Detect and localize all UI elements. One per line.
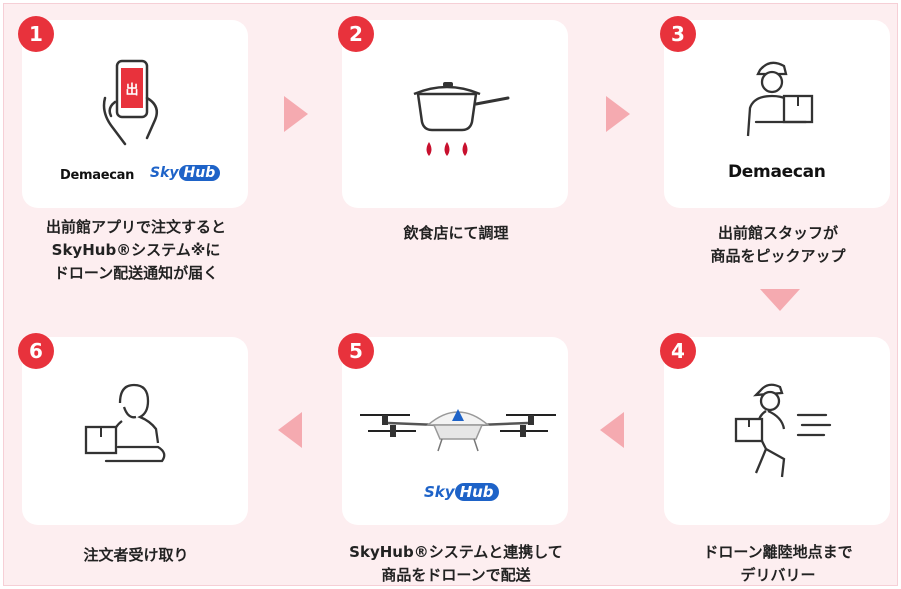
demaecan-logo-text: Demaecan [728, 162, 826, 182]
skyhub-logo-sky: Sky [424, 483, 455, 501]
step-1-caption-line: SkyHub®システム※に [51, 241, 221, 259]
step-3-caption: 出前館スタッフが 商品をピックアップ [663, 222, 893, 268]
step-1-caption-line: ドローン配送通知が届く [53, 264, 219, 282]
step-2-caption: 飲食店にて調理 [341, 222, 571, 245]
step-4-card: 4 [660, 333, 890, 525]
svg-text:出: 出 [125, 82, 138, 98]
frying-pan-flame-icon [413, 82, 510, 156]
step-3-badge: 3 [660, 16, 696, 52]
running-courier-icon [734, 383, 832, 478]
step-5-caption-line: 商品をドローンで配送 [381, 566, 531, 584]
step-5-badge: 5 [338, 333, 374, 369]
smartphone-hand-icon: 出 [102, 59, 158, 146]
demaecan-logo: Demaecan [60, 168, 134, 183]
courier-box-icon [746, 61, 814, 137]
step-2-badge: 2 [338, 16, 374, 52]
step-1-caption: 出前館アプリで注文すると SkyHub®システム※に ドローン配送通知が届く [21, 216, 251, 285]
step-5-caption-line: SkyHub®システムと連携して [349, 543, 563, 561]
arrow-down-icon [760, 289, 800, 311]
demaecan-logo: Demaecan [728, 162, 826, 182]
step-6-card: 6 [18, 333, 248, 525]
person-receiving-box-icon [84, 383, 166, 463]
step-3-caption-line: 商品をピックアップ [710, 247, 846, 265]
step-6-caption: 注文者受け取り [21, 544, 251, 567]
step-2-card: 2 [338, 16, 568, 208]
step-1-caption-line: 出前館アプリで注文すると [45, 218, 226, 236]
step-2-caption-line: 飲食店にて調理 [403, 224, 509, 242]
demaecan-logo-text: Demaecan [60, 168, 135, 183]
step-1-badge: 1 [18, 16, 54, 52]
step-4-caption-line: デリバリー [740, 566, 816, 584]
step-6-badge: 6 [18, 333, 54, 369]
step-5-caption: SkyHub®システムと連携して 商品をドローンで配送 [336, 541, 576, 587]
arrow-right-icon [606, 96, 630, 132]
step-6-caption-line: 注文者受け取り [83, 546, 189, 564]
arrow-left-icon [278, 412, 302, 448]
step-3-card: 3 Demaecan [660, 16, 890, 208]
arrow-right-icon [284, 96, 308, 132]
skyhub-logo-hub: Hub [454, 483, 499, 501]
step-4-caption: ドローン離陸地点まで デリバリー [663, 541, 893, 587]
step-4-badge: 4 [660, 333, 696, 369]
step-3-caption-line: 出前館スタッフが [717, 224, 838, 242]
arrow-left-icon [600, 412, 624, 448]
skyhub-logo-hub: Hub [178, 165, 221, 181]
drone-icon [360, 409, 556, 452]
step-4-caption-line: ドローン離陸地点まで [703, 543, 853, 561]
skyhub-logo-sky: Sky [150, 165, 179, 181]
